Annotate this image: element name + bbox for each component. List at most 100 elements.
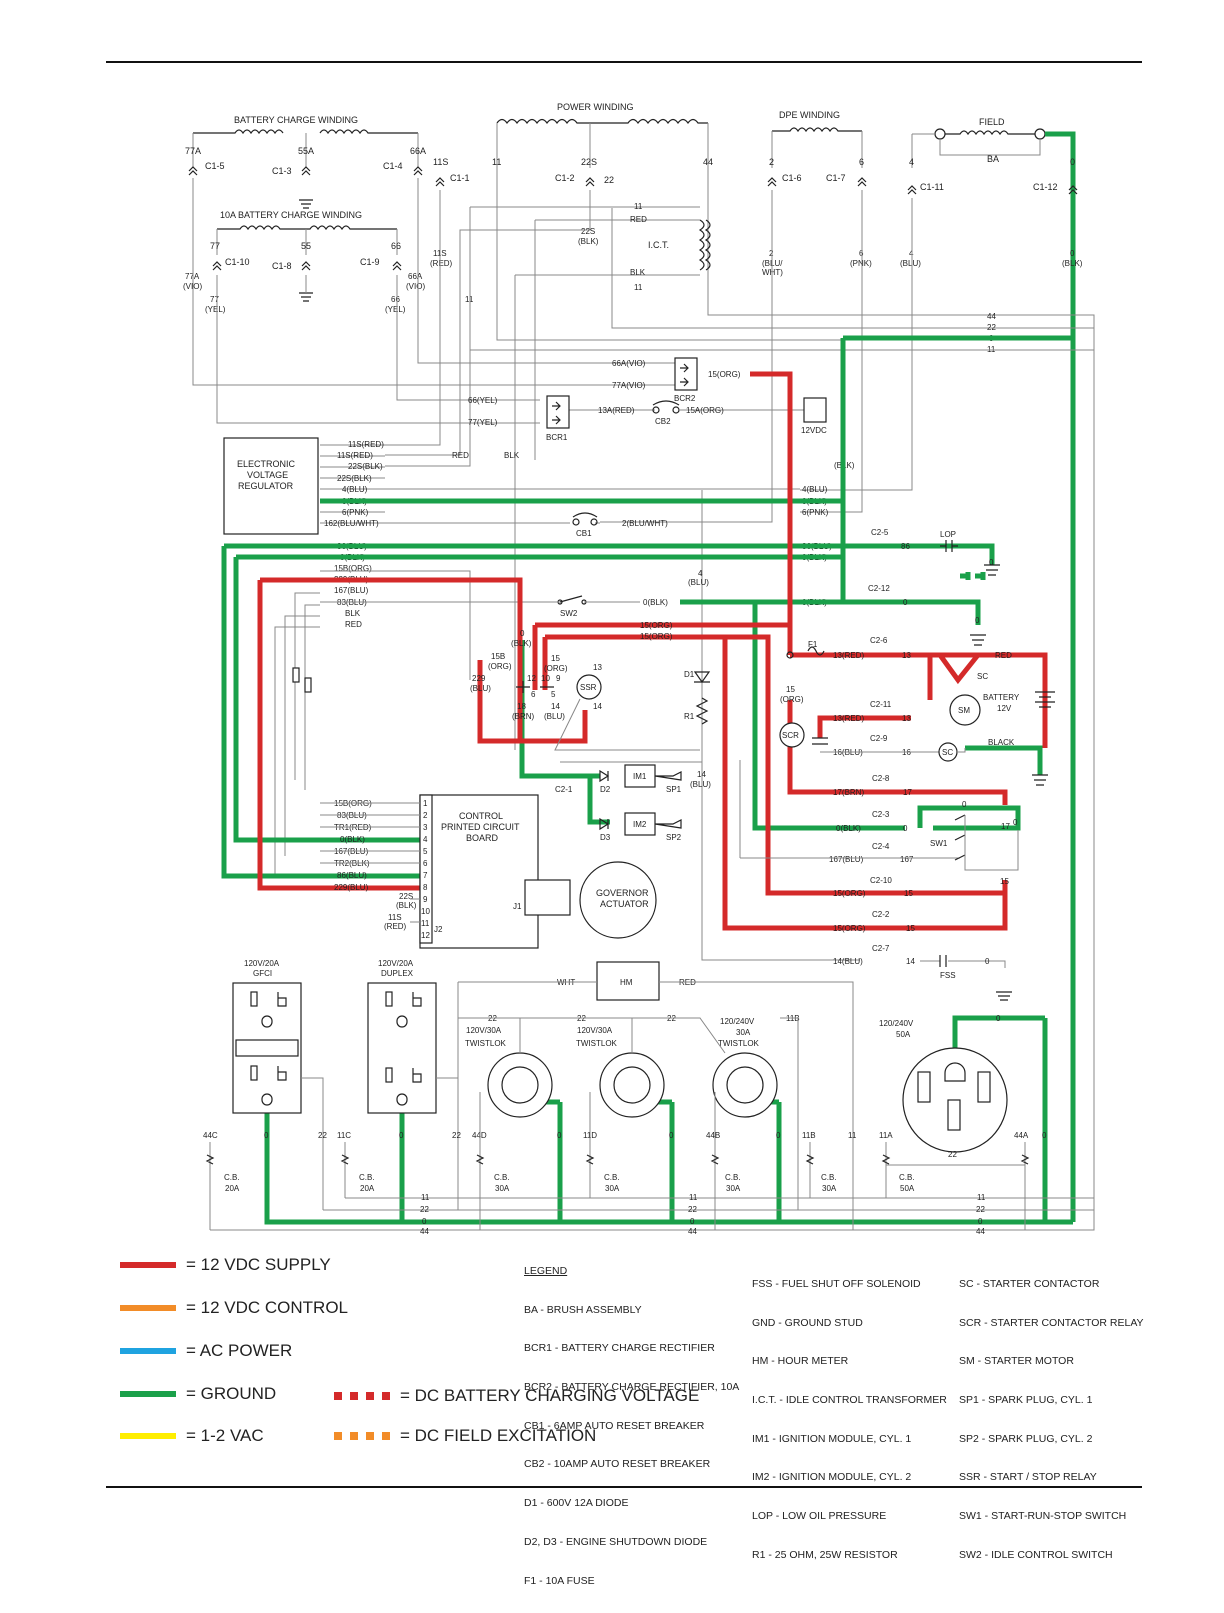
ict-transformer: I.C.T. RED BLK 11 11 [630, 202, 711, 292]
f1-fuse-icon [807, 646, 825, 656]
legend-entry: SSR - START / STOP RELAY [959, 1471, 1097, 1484]
wire-color: (BLU) [470, 684, 491, 693]
legend-swatch [120, 1305, 176, 1311]
duplex-outlet [367, 982, 437, 1114]
connector-icon [585, 177, 595, 187]
legend-entry: BCR2 - BATTERY CHARGE RECTIFIER, 10A [524, 1380, 740, 1393]
ground-wires [221, 335, 1073, 1225]
twistlok-3-outlet [712, 1052, 778, 1118]
sp1-label: SP1 [666, 785, 682, 794]
wire-label: 44D [472, 1131, 487, 1140]
wire-label: 13(RED) [833, 714, 864, 723]
wire-label: 15A(ORG) [686, 406, 724, 415]
outlets: 120V/20A GFCI 120V/20A DUPLEX HM WHT RED… [232, 959, 1008, 1230]
wire-label: 2 [769, 157, 774, 167]
connector-icon [392, 261, 402, 271]
wire-label: 15(ORG) [640, 621, 673, 630]
voltage-regulator: ELECTRONIC VOLTAGE REGULATOR 11S(RED) 11… [223, 437, 855, 538]
wire-color: (YEL) [385, 305, 406, 314]
wire-label: 44 [987, 312, 996, 321]
pin-label: 4 [423, 835, 428, 844]
tw3-amp: 30A [736, 1028, 751, 1037]
ground-symbol-icon [1032, 774, 1048, 786]
wire-color: (VIO) [406, 282, 425, 291]
wire-label: 77 [210, 295, 219, 304]
wire-label: 229(BLU) [334, 883, 369, 892]
gnd-stud-icon [960, 572, 986, 580]
gfci-buttons [235, 1039, 299, 1057]
duplex-rating: 120V/20A [378, 959, 414, 968]
wire-label: 17(BRN) [833, 788, 864, 797]
connector-label: C1-4 [383, 161, 403, 171]
ignition-modules: C2-1 D2 IM1 SP1 D3 IM2 SP2 14 (BLU) [555, 764, 711, 842]
resistor-icon [292, 667, 300, 683]
cb1-icon [572, 518, 580, 526]
wire-label: BLK [630, 268, 646, 277]
d3-diode-icon [599, 817, 610, 831]
wire-label: 15 [906, 924, 915, 933]
f1-label: F1 [808, 640, 818, 649]
legend-entry: CB2 - 10AMP AUTO RESET BREAKER [524, 1458, 711, 1471]
legend-entry: HM - HOUR METER [752, 1355, 849, 1368]
pin-label: 2 [423, 811, 428, 820]
wire-label: 0 [399, 1131, 404, 1140]
wire-label: 11 [421, 1193, 430, 1202]
sc-label: SC [977, 672, 988, 681]
wire-label: 0 [1013, 818, 1018, 827]
wire-label: 77A(VIO) [612, 381, 646, 390]
legend-entry: LOP - LOW OIL PRESSURE [752, 1510, 887, 1523]
ict-coil-icon [698, 219, 705, 271]
wire-label: 22 [318, 1131, 327, 1140]
resistor-icon [304, 677, 312, 693]
breaker-label: C.B. [359, 1173, 375, 1182]
wire-label: 22 [987, 323, 996, 332]
wire-label: RED [630, 215, 647, 224]
j2-label: J2 [434, 925, 443, 934]
connector-label: C2-11 [870, 700, 892, 709]
power-winding-label: POWER WINDING [557, 102, 634, 112]
wire-label: 44 [976, 1227, 985, 1236]
d1-label: D1 [684, 670, 695, 679]
wire-label: 11 [634, 283, 643, 292]
wire-label: 9 [556, 674, 561, 683]
breaker-label: C.B. [494, 1173, 510, 1182]
twistlok-2-outlet [599, 1052, 665, 1118]
evr-box [223, 437, 319, 535]
lop-switch-icon [940, 540, 958, 552]
legend-label: = DC FIELD EXCITATION [400, 1426, 597, 1445]
tw3-rating: 120/240V [720, 1017, 755, 1026]
d3-label: D3 [600, 833, 611, 842]
breaker-label: C.B. [725, 1173, 741, 1182]
wire-label: 0 [978, 1217, 983, 1226]
wire-color: (RED) [430, 259, 453, 268]
legend-entry: SC - STARTER CONTACTOR [959, 1277, 1100, 1290]
legend-entry: SW2 - IDLE CONTROL SWITCH [959, 1548, 1113, 1561]
connector-label: C1-12 [1033, 182, 1058, 192]
connector-label: C2-3 [872, 810, 890, 819]
supply-wires [257, 371, 1048, 931]
cpcb-box [419, 794, 539, 949]
d1-diode-icon [693, 671, 711, 684]
wire-label: 15B(ORG) [334, 564, 372, 573]
starter-motor-icon [949, 694, 981, 726]
connector-label: C2-7 [872, 944, 890, 953]
wire-label: 15(ORG) [833, 889, 866, 898]
wire-label: 77A [185, 146, 201, 156]
bcr1-icon [546, 395, 570, 429]
connector-label: C1-6 [782, 173, 802, 183]
wire-color: WHT) [762, 268, 783, 277]
wire-label: 0 [264, 1131, 269, 1140]
wire-color: (BLK) [396, 901, 417, 910]
battery-charge-winding-coil [193, 129, 418, 135]
wire-label: 0 [975, 616, 980, 625]
wire-color: (RED) [384, 922, 407, 931]
battery-label: 12V [997, 704, 1012, 713]
brush-left-icon [934, 128, 946, 140]
connector-icon [212, 261, 222, 271]
connector-label: C2-8 [872, 774, 890, 783]
wire-label: 0 [989, 558, 994, 567]
bottom-bus: 11 22 0 44 11 22 0 44 11 22 0 44 [323, 1193, 1094, 1236]
wire-label: 4 [698, 569, 703, 578]
cpcb-label: CONTROL [459, 811, 503, 821]
governor-label: GOVERNOR [596, 888, 649, 898]
